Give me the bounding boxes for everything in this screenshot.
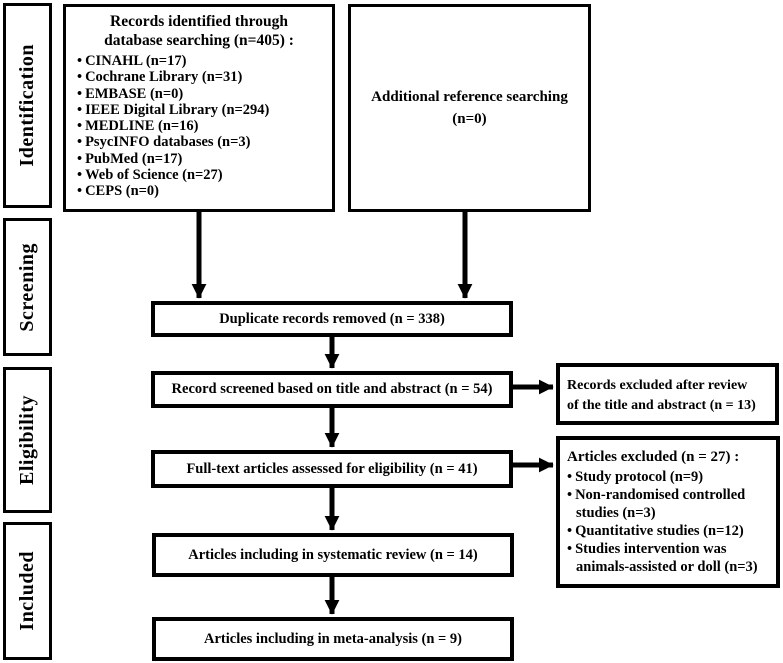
excluded-item: Quantitative studies (n=12): [567, 522, 772, 540]
records-screened-label: Record screened based on title and abstr…: [171, 381, 493, 397]
records-excluded-line1: Records excluded after review: [567, 378, 748, 393]
box-fulltext-assessed: Full-text articles assessed for eligibil…: [151, 450, 513, 488]
excluded-item: Studies intervention was animals-assiste…: [567, 540, 772, 576]
box-articles-excluded: Articles excluded (n = 27) : Study proto…: [556, 436, 780, 588]
box-additional-reference: Additional reference searching (n=0): [348, 4, 591, 212]
box-duplicates-removed: Duplicate records removed (n = 338): [151, 301, 513, 337]
stage-included: Included: [3, 522, 52, 660]
box-records-screened: Record screened based on title and abstr…: [151, 371, 513, 408]
additional-reference-line1: Additional reference searching: [371, 89, 568, 105]
box-systematic-review: Articles including in systematic review …: [152, 533, 514, 577]
systematic-review-label: Articles including in systematic review …: [188, 546, 478, 563]
stage-eligibility-label: Eligibility: [16, 395, 38, 485]
database-item: Cochrane Library (n=31): [77, 69, 326, 85]
articles-excluded-title: Articles excluded (n = 27) :: [567, 449, 740, 465]
database-item: PsycINFO databases (n=3): [77, 134, 326, 150]
records-identified-title-line2: database searching (n=405) :: [104, 32, 294, 49]
box-records-excluded: Records excluded after review of the tit…: [556, 363, 779, 425]
stage-identification: Identification: [3, 3, 52, 208]
records-identified-title-line1: Records identified through: [110, 13, 288, 30]
stage-identification-label: Identification: [16, 44, 38, 167]
database-item: IEEE Digital Library (n=294): [77, 102, 326, 118]
fulltext-assessed-label: Full-text articles assessed for eligibil…: [186, 460, 478, 477]
box-records-identified: Records identified through database sear…: [63, 4, 335, 212]
stage-eligibility: Eligibility: [3, 367, 52, 513]
database-item: Web of Science (n=27): [77, 167, 326, 183]
excluded-item: Study protocol (n=9): [567, 468, 772, 486]
stage-screening: Screening: [3, 218, 52, 356]
duplicates-removed-label: Duplicate records removed (n = 338): [219, 310, 445, 327]
meta-analysis-label: Articles including in meta-analysis (n =…: [204, 630, 462, 647]
box-meta-analysis: Articles including in meta-analysis (n =…: [152, 617, 514, 661]
excluded-item: Non-randomised controlled studies (n=3): [567, 486, 772, 522]
database-item: EMBASE (n=0): [77, 86, 326, 102]
additional-reference-line2: (n=0): [452, 111, 487, 127]
database-item: MEDLINE (n=16): [77, 118, 326, 134]
stage-included-label: Included: [16, 551, 38, 631]
database-item: PubMed (n=17): [77, 151, 326, 167]
records-excluded-line2: of the title and abstract (n = 13): [567, 398, 756, 413]
stage-screening-label: Screening: [16, 242, 38, 332]
database-item: CEPS (n=0): [77, 183, 326, 199]
database-item: CINAHL (n=17): [77, 53, 326, 69]
